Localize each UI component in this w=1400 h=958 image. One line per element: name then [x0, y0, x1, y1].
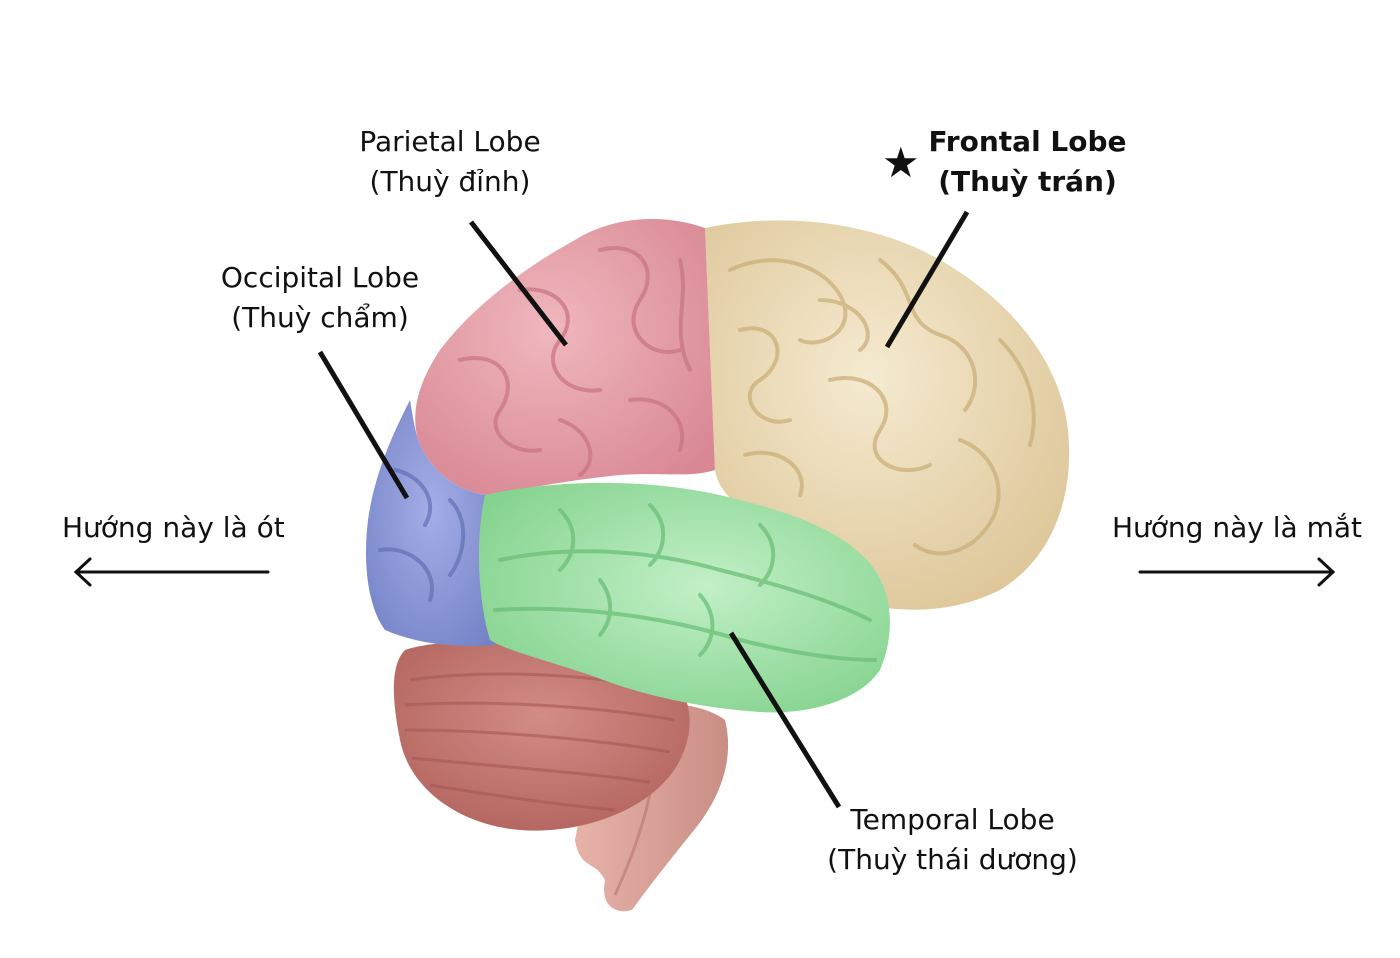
frontal-lobe-vietnamese: (Thuỳ trán) [938, 165, 1117, 198]
occipital-gyri [378, 468, 466, 602]
temporal-lobe-label: Temporal Lobe (Thuỳ thái dương) [815, 800, 1090, 880]
occipital-lobe-name: Occipital Lobe [220, 261, 420, 294]
occipital-leader-line [317, 350, 410, 500]
occipital-lobe-label: Occipital Lobe (Thuỳ chẩm) [200, 258, 440, 338]
right-arrow [1138, 557, 1336, 587]
cerebellum-folds [404, 672, 676, 812]
frontal-lobe-name: Frontal Lobe [928, 125, 1127, 158]
parietal-lobe [415, 218, 715, 495]
temporal-lobe [478, 482, 890, 713]
frontal-leader-line [884, 210, 970, 349]
temporal-gyri [493, 503, 877, 662]
leader-lines [317, 210, 970, 809]
left-arrow [73, 557, 270, 587]
occipital-lobe [365, 400, 497, 647]
occipital-lobe-vietnamese: (Thuỳ chẩm) [231, 301, 409, 334]
parietal-lobe-vietnamese: (Thuỳ đỉnh) [369, 165, 531, 198]
temporal-leader-line [728, 631, 842, 809]
parietal-lobe-label: Parietal Lobe (Thuỳ đỉnh) [330, 122, 570, 202]
parietal-leader-line [469, 220, 568, 347]
temporal-lobe-vietnamese: (Thuỳ thái dương) [827, 843, 1078, 876]
direction-front-label: Hướng này là mắt [1112, 511, 1362, 544]
parietal-lobe-name: Parietal Lobe [359, 125, 541, 158]
frontal-lobe-label: Frontal Lobe (Thuỳ trán) [920, 122, 1135, 202]
star-icon: ★ [882, 138, 920, 187]
temporal-lobe-name: Temporal Lobe [850, 803, 1055, 836]
frontal-gyri [728, 258, 1036, 556]
direction-back-label: Hướng này là ót [62, 511, 285, 544]
